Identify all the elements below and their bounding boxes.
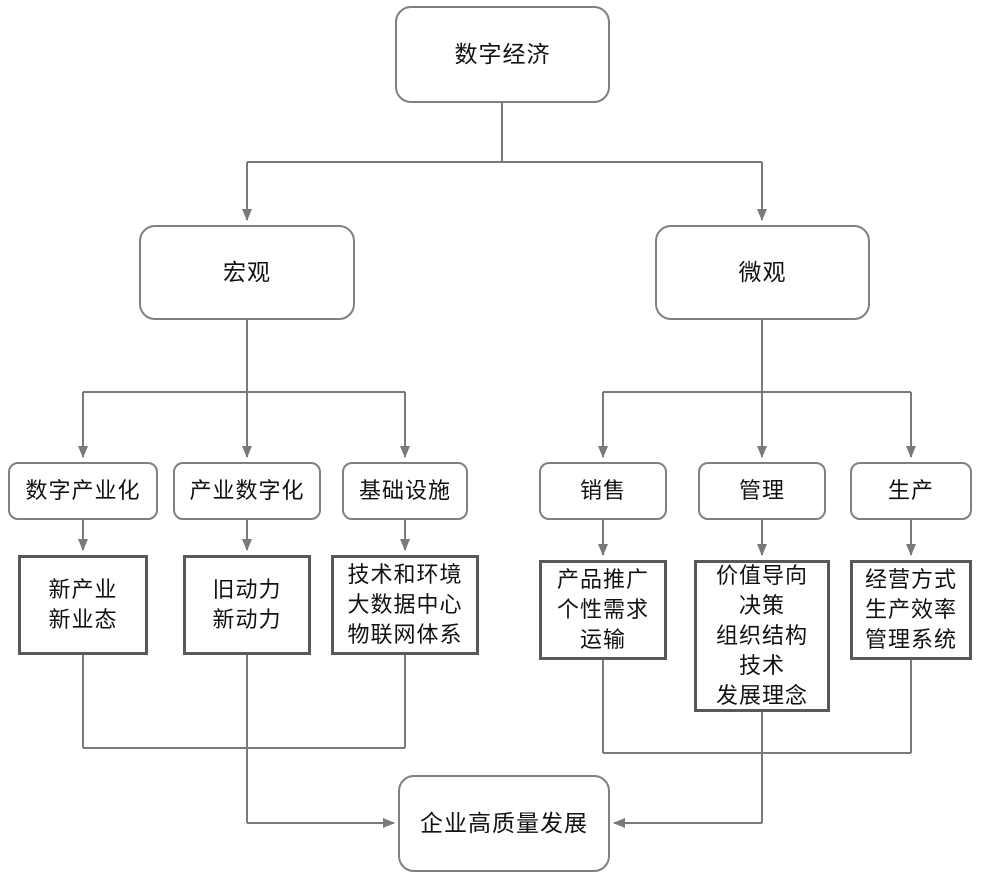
node-management: 管理	[698, 462, 826, 520]
node-new-industry-formats: 新产业 新业态	[18, 555, 148, 655]
node-micro: 微观	[655, 225, 870, 320]
node-production: 生产	[850, 462, 972, 520]
node-sales: 销售	[539, 462, 667, 520]
node-high-quality-development: 企业高质量发展	[398, 775, 610, 872]
connector-plain-segments	[82, 103, 912, 823]
connector-arrow-segments	[78, 162, 916, 828]
node-infrastructure: 基础设施	[342, 462, 468, 520]
node-old-new-momentum: 旧动力 新动力	[183, 555, 311, 655]
node-product-promotion: 产品推广 个性需求 运输	[539, 560, 667, 660]
node-digital-economy: 数字经济	[395, 6, 610, 103]
node-operation-mode: 经营方式 生产效率 管理系统	[850, 560, 972, 660]
node-digital-industrialization: 数字产业化	[8, 462, 158, 520]
node-value-orientation: 价值导向 决策 组织结构 技术 发展理念	[694, 560, 830, 712]
node-macro: 宏观	[139, 225, 355, 320]
node-tech-environment: 技术和环境 大数据中心 物联网体系	[331, 555, 479, 655]
node-industry-digitalization: 产业数字化	[173, 462, 321, 520]
